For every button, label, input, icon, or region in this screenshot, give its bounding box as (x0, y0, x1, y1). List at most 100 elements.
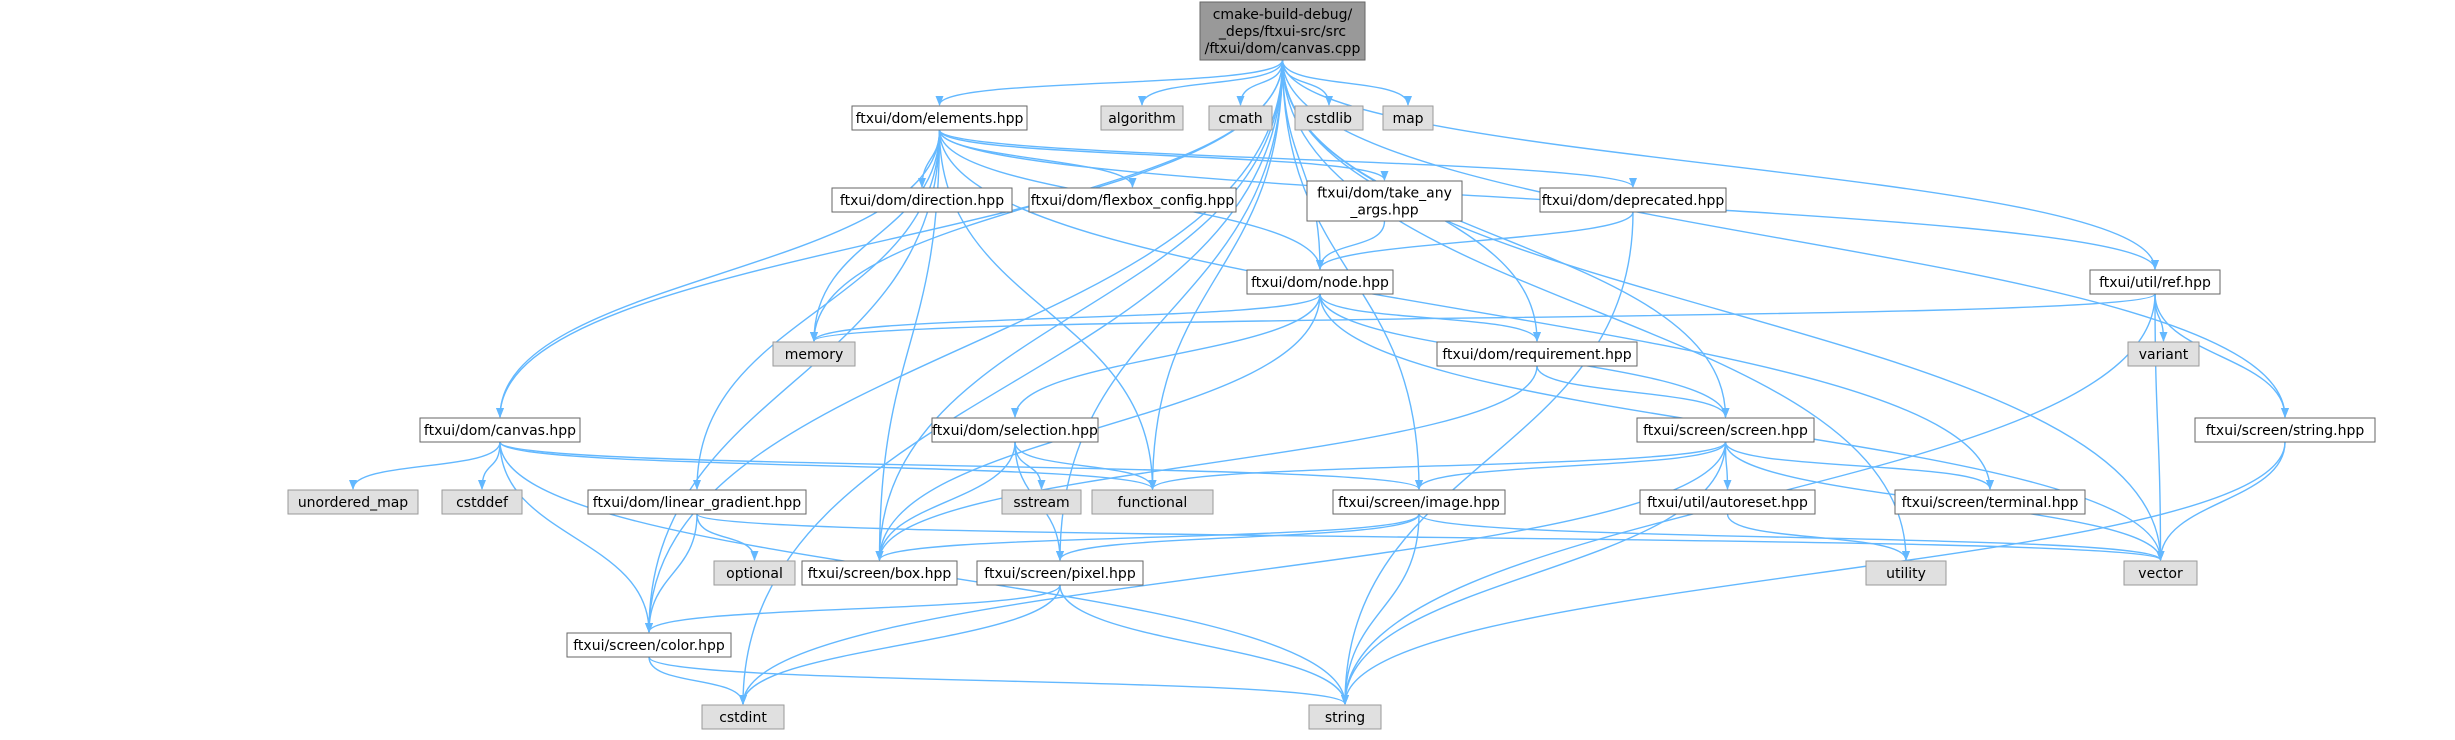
node-box-node (1246, 269, 1394, 295)
node-box-take_any_args (1306, 180, 1463, 222)
edge-root-to-functional (1148, 59, 1284, 490)
edge-root-to-box (875, 59, 1284, 561)
node-box-requirement (1436, 341, 1638, 367)
edge-elements-to-linear_gradient (693, 129, 941, 490)
edge-screen-to-string (1341, 441, 1727, 705)
edge-deprecated-to-node (1316, 211, 1634, 270)
edge-color-to-string (648, 656, 1349, 705)
edge-selection-to-functional (1014, 441, 1157, 490)
node-box-pixel (976, 560, 1144, 586)
node-box-autoreset (1639, 489, 1816, 515)
edge-image-to-string (1341, 513, 1420, 705)
node-vector: vector (2123, 560, 2198, 586)
edge-node-to-selection (1011, 293, 1321, 418)
node-label-utility: utility (1886, 566, 1926, 582)
node-selection[interactable]: ftxui/dom/selection.hpp (931, 417, 1099, 443)
edge-root-to-pixel (1056, 59, 1284, 561)
node-take_any_args[interactable]: ftxui/dom/take_any_args.hpp (1306, 180, 1463, 222)
node-canvas[interactable]: ftxui/dom/canvas.hpp (419, 417, 581, 443)
node-box-canvas (419, 417, 581, 443)
node-label-color: ftxui/screen/color.hpp (573, 638, 725, 654)
node-algorithm: algorithm (1100, 105, 1184, 131)
node-elements[interactable]: ftxui/dom/elements.hpp (851, 105, 1028, 131)
node-box-deprecated (1539, 187, 1727, 213)
node-label-terminal: ftxui/screen/terminal.hpp (1902, 495, 2079, 511)
edge-elements-to-deprecated (938, 129, 1637, 188)
edge-requirement-to-box (875, 365, 1538, 561)
node-box-elements (851, 105, 1028, 131)
node-box-ref (2089, 269, 2221, 295)
node-string_hpp[interactable]: ftxui/screen/string.hpp (2194, 417, 2376, 443)
edge-autoreset-to-utility (1726, 513, 1910, 561)
node-unordered_map: unordered_map (287, 489, 419, 515)
edge-canvas-to-color (499, 441, 653, 633)
node-deprecated[interactable]: ftxui/dom/deprecated.hpp (1539, 187, 1727, 213)
edge-screen-to-functional (1148, 441, 1727, 490)
edge-screen-to-image (1415, 441, 1727, 490)
node-box-functional (1091, 489, 1214, 515)
node-ref[interactable]: ftxui/util/ref.hpp (2089, 269, 2221, 295)
node-box-sstream (1001, 489, 1082, 515)
node-utility: utility (1865, 560, 1947, 586)
edge-node-to-requirement (1319, 293, 1541, 342)
edge-canvas-to-functional (499, 441, 1157, 490)
node-label-selection: ftxui/dom/selection.hpp (932, 423, 1098, 439)
node-requirement[interactable]: ftxui/dom/requirement.hpp (1436, 341, 1638, 367)
node-screen[interactable]: ftxui/screen/screen.hpp (1636, 417, 1815, 443)
edge-image-to-box (875, 513, 1420, 561)
edge-selection-to-box (875, 441, 1016, 561)
node-box-flexbox_config (1028, 187, 1237, 213)
edge-root-to-color (645, 59, 1284, 633)
edge-pixel-to-color (645, 584, 1061, 633)
edge-canvas-to-cstddef (478, 441, 501, 490)
node-label-string: string (1325, 710, 1365, 726)
edge-canvas-to-image (499, 441, 1423, 490)
node-linear_gradient[interactable]: ftxui/dom/linear_gradient.hpp (587, 489, 807, 515)
node-label-cstddef: cstddef (456, 495, 509, 511)
edge-root-to-elements (935, 59, 1284, 106)
edge-ref-to-string_hpp (2154, 293, 2289, 418)
edge-linear_gradient-to-optional (696, 513, 759, 561)
node-box-unordered_map (287, 489, 419, 515)
node-direction[interactable]: ftxui/dom/direction.hpp (831, 187, 1013, 213)
edges-layer (349, 59, 2289, 705)
node-label-map: map (1392, 111, 1423, 127)
node-label-vector: vector (2138, 566, 2183, 582)
node-box-box (801, 560, 958, 586)
node-box-screen (1636, 417, 1815, 443)
node-cmath: cmath (1208, 105, 1273, 131)
edge-root-to-map (1281, 59, 1412, 106)
node-box-string_hpp (2194, 417, 2376, 443)
node-autoreset[interactable]: ftxui/util/autoreset.hpp (1639, 489, 1816, 515)
node-sstream: sstream (1001, 489, 1082, 515)
node-color[interactable]: ftxui/screen/color.hpp (566, 632, 732, 658)
node-label-flexbox_config: ftxui/dom/flexbox_config.hpp (1031, 193, 1235, 209)
node-flexbox_config[interactable]: ftxui/dom/flexbox_config.hpp (1028, 187, 1237, 213)
node-terminal[interactable]: ftxui/screen/terminal.hpp (1894, 489, 2086, 515)
node-label-screen: ftxui/screen/screen.hpp (1643, 423, 1808, 439)
node-box-cstdint (701, 704, 785, 730)
node-label-sstream: sstream (1013, 495, 1069, 511)
node-root[interactable]: cmake-build-debug/_deps/ftxui-src/src/ft… (1199, 1, 1366, 61)
node-box-variant (2127, 341, 2200, 367)
edge-elements-to-color (645, 129, 941, 633)
node-box-cstdlib (1294, 105, 1364, 131)
node-box[interactable]: ftxui/screen/box.hpp (801, 560, 958, 586)
node-pixel[interactable]: ftxui/screen/pixel.hpp (976, 560, 1144, 586)
node-label-take_any_args: ftxui/dom/take_any_args.hpp (1317, 186, 1452, 219)
node-label-image: ftxui/screen/image.hpp (1338, 495, 1500, 511)
node-label-pixel: ftxui/screen/pixel.hpp (984, 566, 1136, 582)
node-cstddef: cstddef (441, 489, 523, 515)
edge-image-to-pixel (1056, 513, 1420, 561)
nodes-layer: cmake-build-debug/_deps/ftxui-src/src/ft… (287, 1, 2376, 730)
edge-deprecated-to-string (1341, 211, 1634, 705)
node-box-optional (713, 560, 796, 586)
node-box-memory (772, 341, 856, 367)
node-label-algorithm: algorithm (1108, 111, 1176, 127)
node-image[interactable]: ftxui/screen/image.hpp (1332, 489, 1506, 515)
node-label-unordered_map: unordered_map (298, 495, 408, 511)
edge-root-to-utility (1281, 59, 1910, 561)
node-box-image (1332, 489, 1506, 515)
node-node[interactable]: ftxui/dom/node.hpp (1246, 269, 1394, 295)
edge-take_any_args-to-node (1316, 220, 1386, 270)
